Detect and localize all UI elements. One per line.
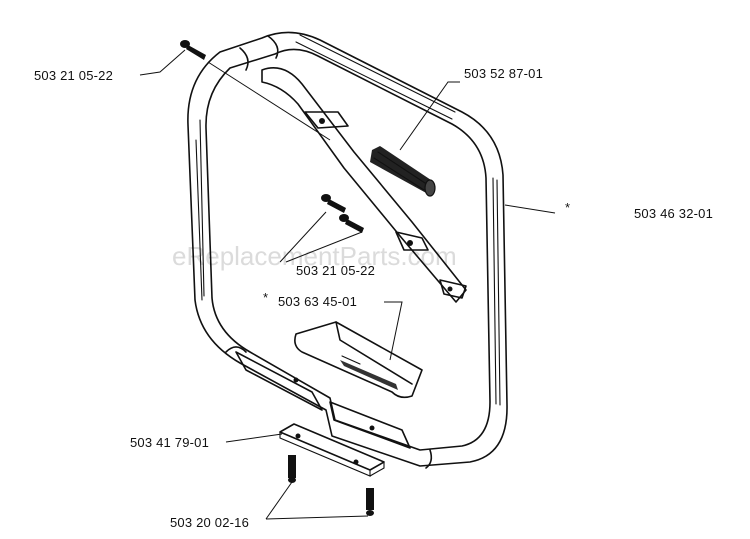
label-clamp: 503 41 79-01 — [130, 435, 209, 450]
handle-bar-drawing — [187, 31, 508, 469]
part-labels: 503 21 05-22 503 52 87-01 * 503 46 32-01… — [34, 66, 713, 530]
top-screw-drawing — [180, 40, 206, 60]
label-bolts: 503 20 02-16 — [170, 515, 249, 530]
label-grip: 503 63 45-01 — [278, 294, 357, 309]
label-handle-star: * — [565, 200, 570, 215]
leader-lines — [139, 49, 556, 520]
label-screw-top: 503 21 05-22 — [34, 68, 113, 83]
brace-drawing — [261, 67, 467, 303]
clamp-drawing — [235, 351, 411, 477]
label-grip-star: * — [263, 290, 268, 305]
middle-screws-drawing — [321, 194, 364, 233]
label-spring: 503 52 87-01 — [464, 66, 543, 81]
bolts-drawing — [288, 455, 374, 516]
label-screws-middle: 503 21 05-22 — [296, 263, 375, 278]
label-handle: 503 46 32-01 — [634, 206, 713, 221]
grip-pad-drawing — [294, 321, 423, 399]
spring-drawing — [370, 146, 436, 197]
